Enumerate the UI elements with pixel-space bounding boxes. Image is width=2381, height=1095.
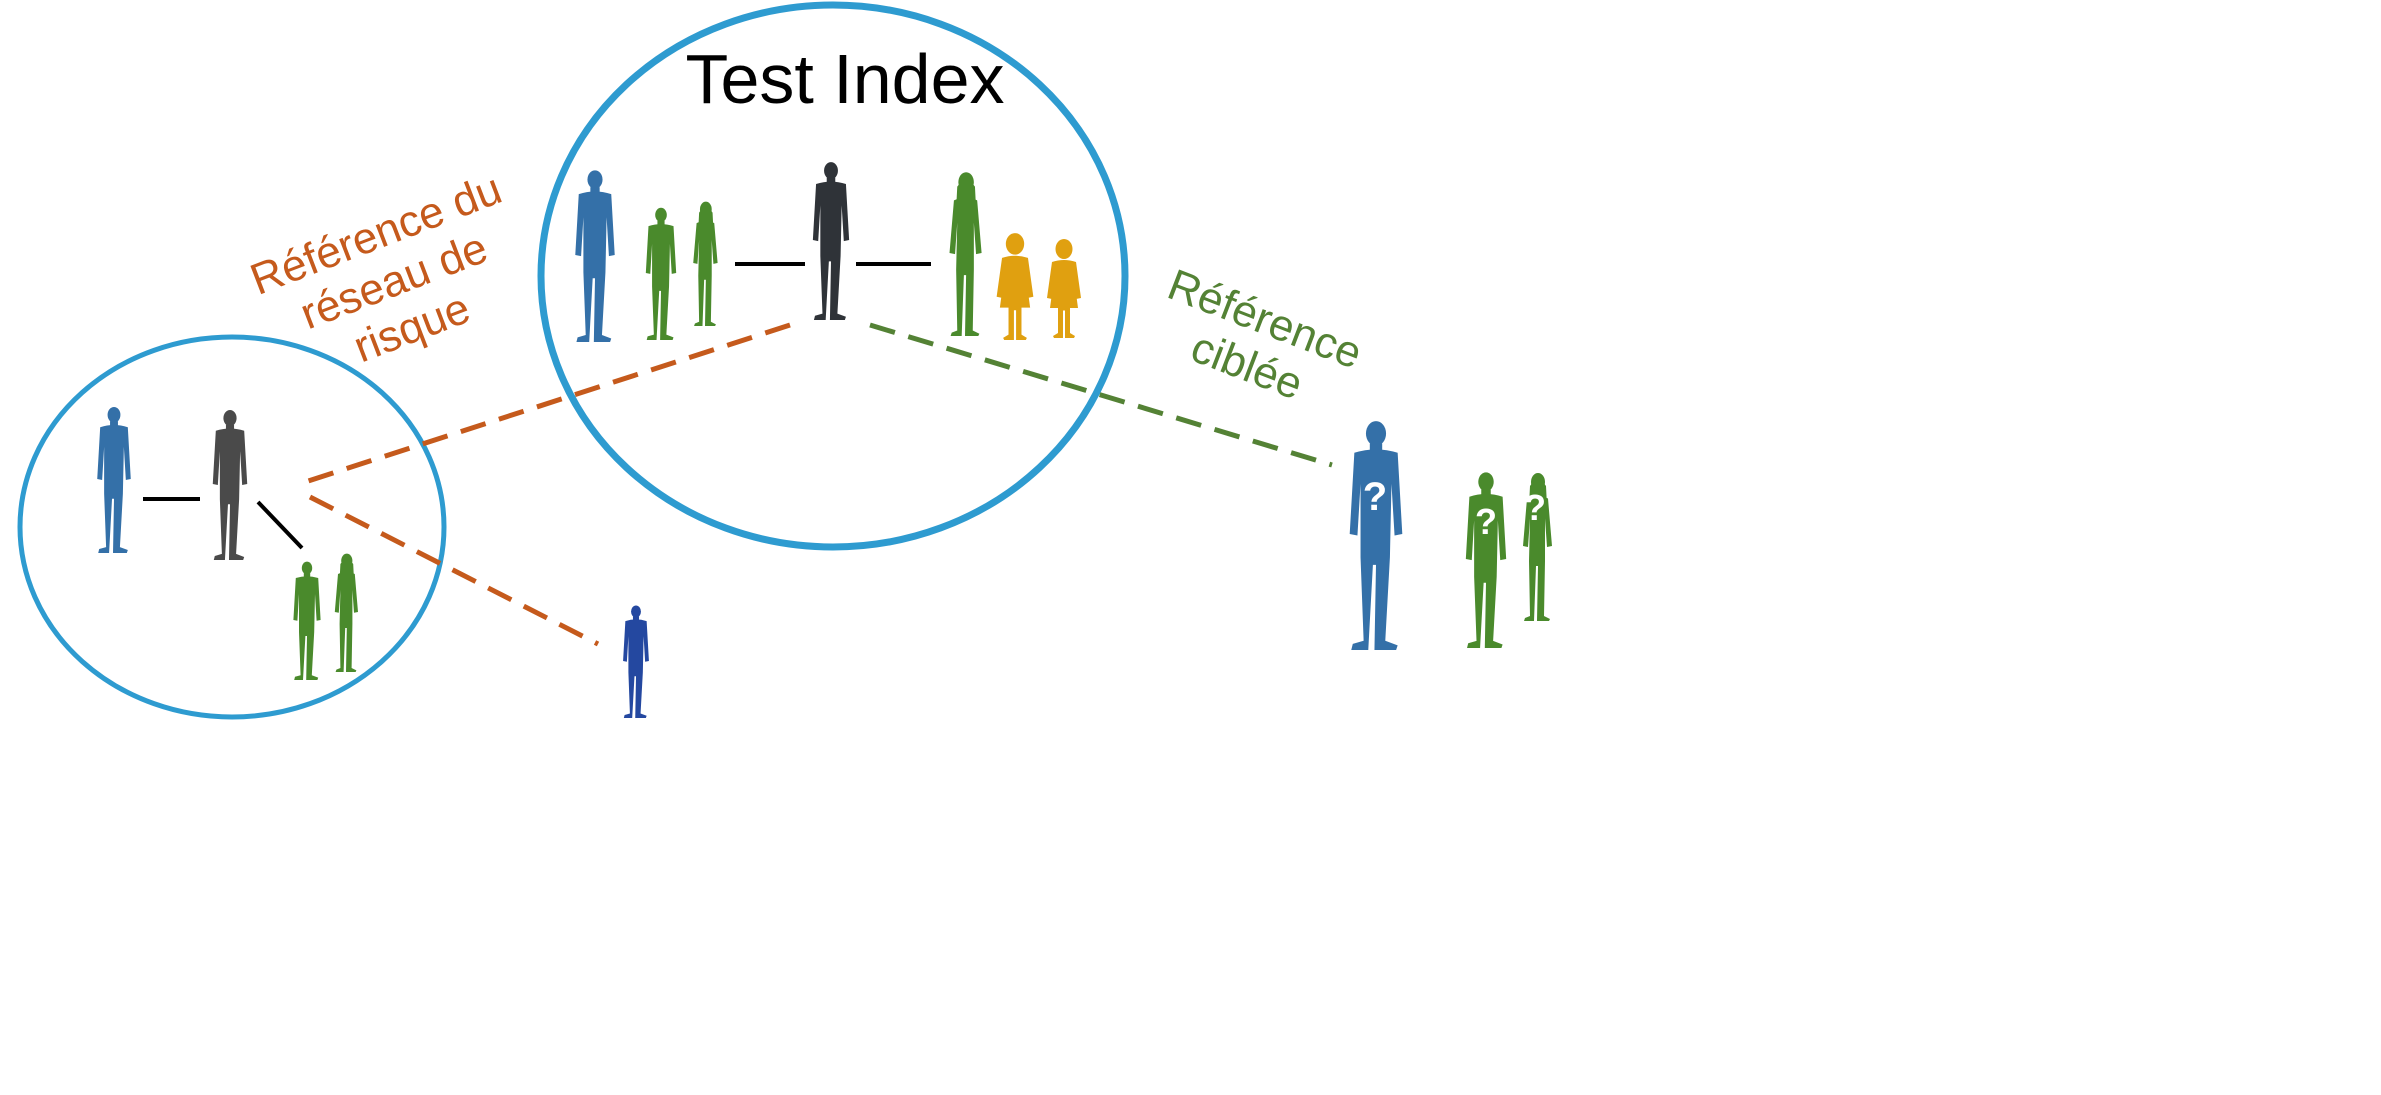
person-dark-blue-figure — [623, 605, 649, 718]
risk-network-circle — [17, 334, 447, 720]
index-case-figure — [812, 162, 850, 320]
risk-contact-figure — [212, 410, 248, 560]
person-green-figure — [693, 201, 718, 326]
risk-network-dashed-line-secondary — [308, 494, 600, 647]
child-orange-figure — [1047, 239, 1081, 338]
question-mark-icon: ? — [1475, 501, 1497, 542]
person-blue-figure — [575, 170, 615, 342]
person-green-figure — [293, 561, 321, 680]
unknown-contact-green-figure — [1465, 472, 1507, 648]
question-mark-icon: ? — [1363, 475, 1387, 519]
person-green-figure — [645, 207, 677, 340]
child-orange-figure — [996, 233, 1034, 340]
person-green-figure — [334, 553, 358, 672]
person-green-figure — [949, 172, 982, 336]
unknown-contact-blue-figure — [1349, 421, 1403, 650]
person-blue-figure — [97, 406, 131, 553]
test-index-circle — [537, 1, 1129, 551]
risk-network-label: Référence du réseau de risque — [244, 164, 508, 372]
risk-network-dashed-line — [301, 322, 791, 486]
targeted-referral-label: Référence ciblée — [1161, 260, 1368, 409]
question-mark-icon: ? — [1524, 487, 1546, 528]
connector-line — [256, 500, 304, 550]
targeted-referral-dashed-line — [869, 322, 1333, 468]
test-index-title: Test Index — [685, 40, 1004, 118]
